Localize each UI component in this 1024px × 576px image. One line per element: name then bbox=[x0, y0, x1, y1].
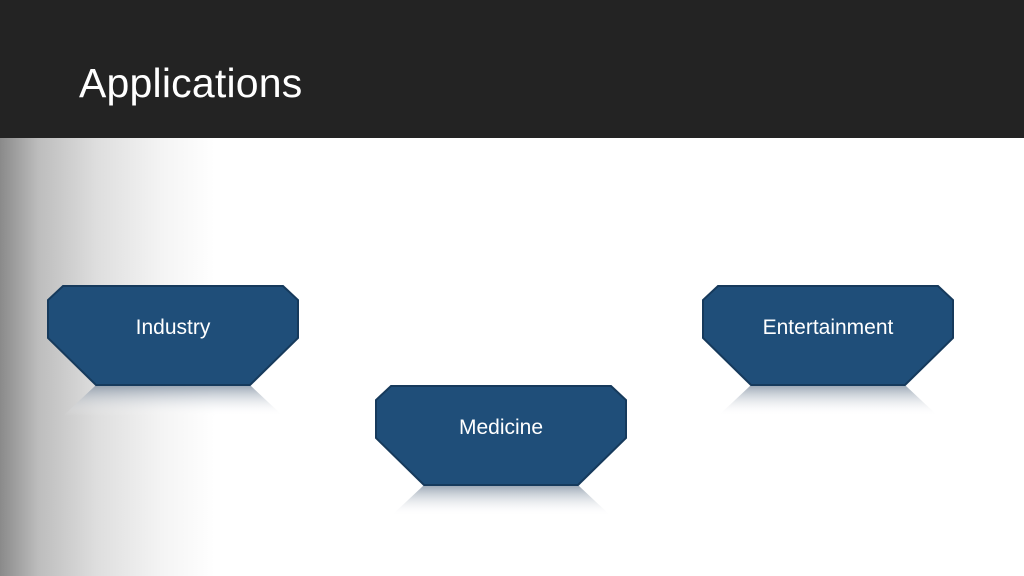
card-industry-label: Industry bbox=[135, 316, 211, 339]
slide-header: Applications bbox=[0, 0, 1024, 138]
card-medicine[interactable]: Medicine bbox=[375, 385, 627, 516]
card-entertainment-shape bbox=[702, 285, 954, 416]
card-entertainment-label: Entertainment bbox=[762, 316, 894, 339]
slide-title: Applications bbox=[79, 60, 303, 106]
card-medicine-shape bbox=[375, 385, 627, 516]
card-entertainment[interactable]: Entertainment bbox=[702, 285, 954, 416]
card-medicine-label: Medicine bbox=[458, 416, 544, 439]
card-industry[interactable]: Industry bbox=[47, 285, 299, 416]
card-industry-shape bbox=[47, 285, 299, 416]
